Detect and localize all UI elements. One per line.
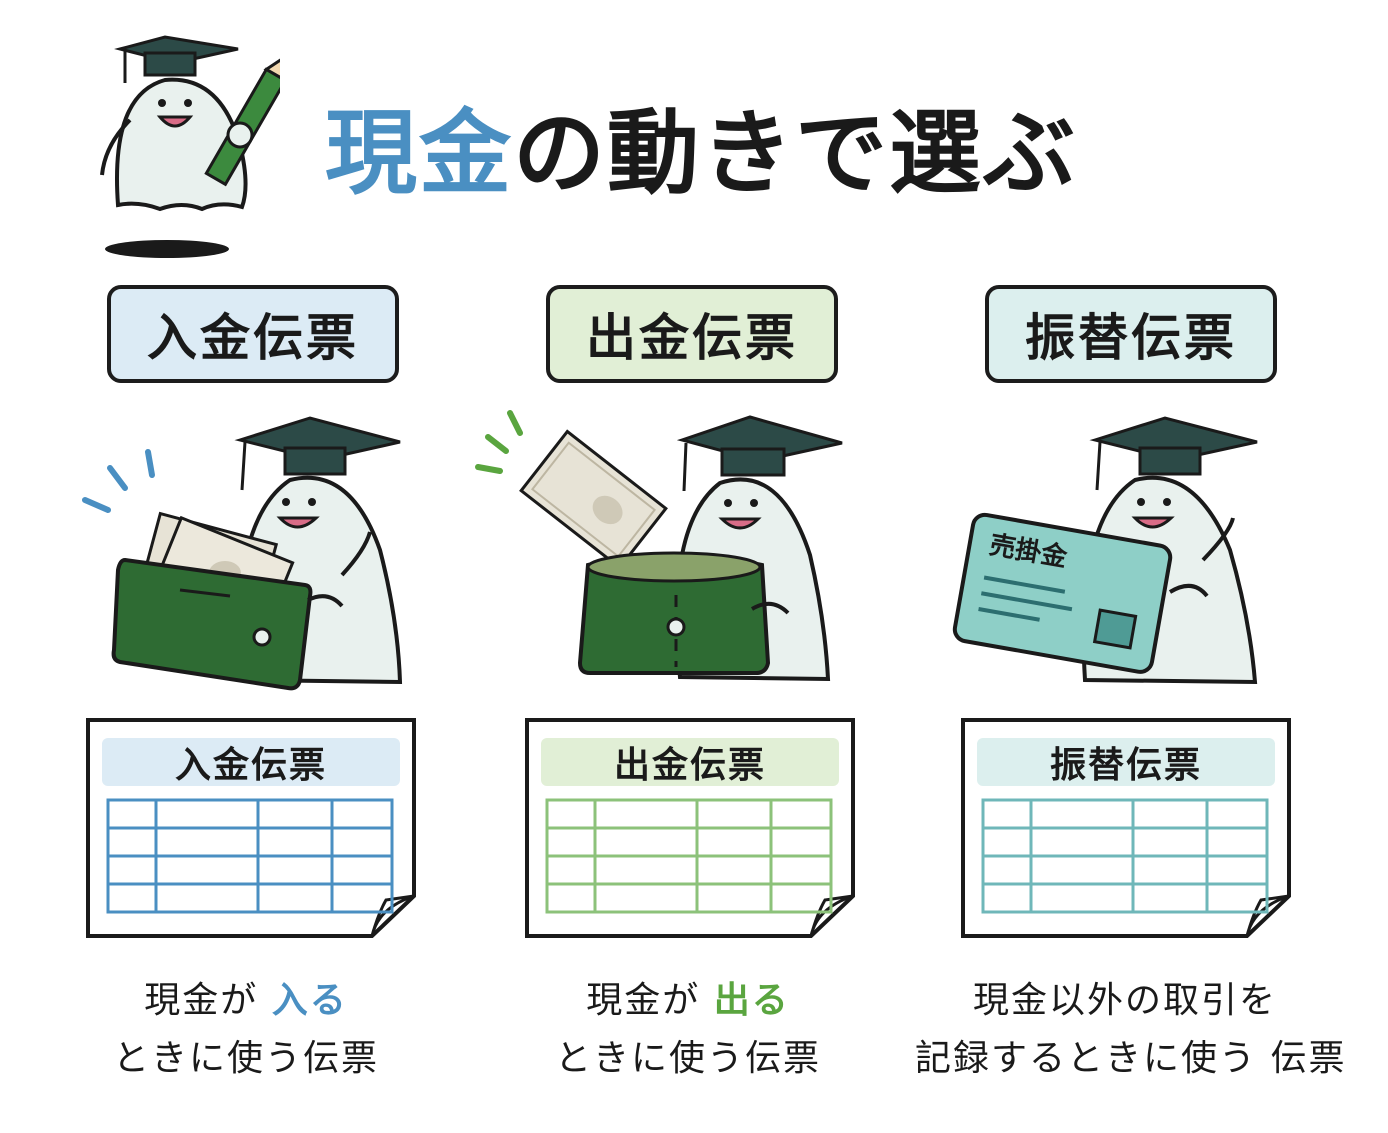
banknote-icon — [519, 429, 668, 570]
label-shukkin: 出金伝票 — [546, 285, 838, 383]
doc-title-furikae: 振替伝票 — [977, 738, 1275, 786]
mascot-shadow — [105, 240, 229, 258]
label-shukkin-text: 出金伝票 — [586, 309, 798, 367]
desc-nyukin-line1: 現金が 入る — [144, 980, 348, 1021]
motion-lines-icon — [475, 410, 523, 474]
page-title: 現金の動きで選ぶ — [325, 108, 1077, 200]
wallet-icon — [577, 551, 771, 675]
nyukin-illustration — [82, 416, 403, 691]
label-nyukin: 入金伝票 — [107, 285, 399, 383]
motion-lines-icon — [82, 449, 155, 513]
doc-title-shukkin: 出金伝票 — [541, 738, 839, 786]
ledger-table — [545, 798, 833, 914]
label-furikae: 振替伝票 — [985, 285, 1277, 383]
card-icon: 売掛金 — [952, 512, 1173, 674]
label-nyukin-text: 入金伝票 — [147, 309, 359, 367]
desc-furikae: 現金以外の取引を 記録するときに使う 伝票 — [915, 972, 1347, 1088]
desc-shukkin: 現金が 出る ときに使う伝票 — [538, 972, 838, 1088]
ledger-table — [106, 798, 394, 914]
wallet-icon — [111, 557, 313, 691]
doc-card-shukkin: 出金伝票 — [525, 718, 855, 938]
title-highlight: 現金 — [325, 100, 514, 207]
title-rest: の動きで選ぶ — [513, 100, 1078, 207]
label-furikae-text: 振替伝票 — [1025, 309, 1237, 367]
doc-title-nyukin: 入金伝票 — [102, 738, 400, 786]
desc-nyukin-emphasis: 入る — [271, 980, 348, 1021]
desc-nyukin-line2: ときに使う伝票 — [112, 1038, 379, 1079]
doc-card-furikae: 振替伝票 — [961, 718, 1291, 938]
desc-nyukin: 現金が 入る ときに使う伝票 — [96, 972, 396, 1088]
furikae-illustration: 売掛金 — [952, 416, 1258, 685]
ledger-table — [981, 798, 1269, 914]
desc-shukkin-line2: ときに使う伝票 — [554, 1038, 821, 1079]
desc-shukkin-line1: 現金が 出る — [586, 980, 790, 1021]
mascot-header-illustration — [100, 35, 280, 258]
shukkin-illustration — [475, 410, 843, 682]
desc-furikae-line2: 記録するときに使う 伝票 — [915, 1038, 1347, 1079]
desc-furikae-line1: 現金以外の取引を — [972, 980, 1277, 1021]
desc-shukkin-emphasis: 出る — [713, 980, 790, 1021]
doc-card-nyukin: 入金伝票 — [86, 718, 416, 938]
